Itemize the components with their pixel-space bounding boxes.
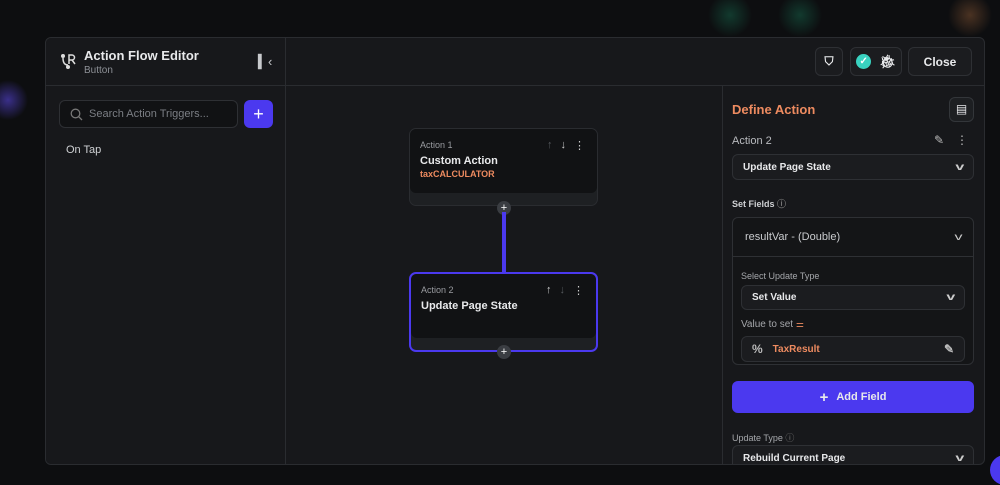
- chevron-down-icon: v: [954, 231, 963, 243]
- action-name: Update Page State: [421, 300, 518, 312]
- value-text: TaxResult: [772, 343, 820, 355]
- variable-icon: ⚌: [795, 319, 804, 329]
- add-trigger-button[interactable]: +: [244, 100, 273, 128]
- flow-connector: [502, 212, 506, 272]
- search-triggers-field[interactable]: [59, 100, 238, 128]
- add-field-button[interactable]: +Add Field: [732, 381, 974, 413]
- check-circle-icon: ✓: [856, 54, 872, 69]
- move-up-icon[interactable]: ↑: [547, 139, 553, 151]
- action-node-1[interactable]: Action 1 Custom Action taxCALCULATOR ↑ ↓ ⋮: [409, 128, 598, 206]
- update-type-dropdown[interactable]: Set Value v: [741, 285, 965, 310]
- chevron-down-icon: v: [955, 161, 965, 173]
- move-up-icon[interactable]: ↑: [546, 284, 552, 296]
- update-type-label: Update Type ⓘ: [732, 433, 795, 443]
- info-icon: ⓘ: [785, 433, 795, 443]
- field-card: resultVar - (Double) v Select Update Type…: [732, 217, 974, 365]
- more-options-icon[interactable]: ⋮: [573, 285, 584, 297]
- collapse-sidebar-icon[interactable]: ▍‹: [258, 54, 273, 69]
- field-name: resultVar - (Double): [745, 231, 841, 243]
- ai-shield-icon: ⛉: [824, 54, 834, 68]
- add-action-button[interactable]: +: [497, 345, 511, 359]
- move-down-icon[interactable]: ↓: [560, 139, 567, 151]
- top-toolbar: ⛉ ✓ 🐞︎ Close: [286, 38, 984, 86]
- action-label: Action 2: [421, 285, 454, 295]
- move-down-icon[interactable]: ↓: [559, 284, 566, 296]
- define-action-panel: Define Action ▤ Action 2 ✎ ⋮ Update Page …: [722, 86, 984, 464]
- modal-title: Action Flow Editor: [84, 48, 199, 63]
- chevron-down-icon: v: [955, 452, 965, 464]
- set-fields-label: Set Fields ⓘ: [732, 199, 787, 209]
- action-type-dropdown[interactable]: Update Page State v: [732, 154, 974, 180]
- rebuild-value: Rebuild Current Page: [743, 452, 846, 464]
- field-selector[interactable]: resultVar - (Double) v: [733, 218, 973, 257]
- validation-debug-button[interactable]: ✓ 🐞︎: [850, 47, 902, 76]
- trigger-on-tap[interactable]: On Tap: [66, 144, 102, 156]
- rebuild-dropdown[interactable]: Rebuild Current Page v: [732, 445, 974, 464]
- action-label: Action 2: [732, 135, 772, 147]
- search-icon: [70, 108, 83, 120]
- value-to-set-label: Value to set ⚌: [741, 319, 804, 330]
- action-label: Action 1: [420, 140, 453, 150]
- action-subtitle: taxCALCULATOR: [420, 169, 495, 179]
- modal-subtitle: Button: [84, 65, 113, 76]
- action-node-2[interactable]: Action 2 Update Page State ↑ ↓ ⋮: [409, 272, 598, 352]
- edit-icon[interactable]: ✎: [933, 133, 944, 147]
- sidebar-header: Action Flow Editor Button ▍‹: [46, 38, 285, 86]
- edit-icon[interactable]: ✎: [943, 342, 954, 356]
- close-button[interactable]: Close: [908, 47, 972, 76]
- add-action-button[interactable]: +: [497, 201, 511, 215]
- value-field[interactable]: % TaxResult ✎: [741, 336, 965, 362]
- more-options-icon[interactable]: ⋮: [574, 140, 585, 152]
- help-fab[interactable]: [990, 455, 1000, 485]
- info-icon: ⓘ: [777, 199, 787, 209]
- chevron-down-icon: v: [946, 292, 956, 303]
- action-name: Custom Action: [420, 155, 498, 167]
- percent-icon: %: [752, 342, 763, 356]
- select-update-type-label: Select Update Type: [741, 271, 820, 281]
- flow-canvas[interactable]: Action 1 Custom Action taxCALCULATOR ↑ ↓ ⋮…: [286, 86, 722, 464]
- more-options-icon[interactable]: ⋮: [956, 133, 968, 147]
- plus-icon: +: [819, 388, 829, 406]
- update-type-value: Set Value: [752, 292, 797, 303]
- action-flow-editor-modal: Action Flow Editor Button ▍‹ + On Tap ⛉ …: [45, 37, 985, 465]
- bug-icon: 🐞︎: [879, 53, 896, 69]
- documentation-icon[interactable]: ▤: [949, 97, 974, 122]
- panel-title: Define Action: [732, 102, 816, 117]
- left-sidebar: Action Flow Editor Button ▍‹ + On Tap: [46, 38, 286, 464]
- search-input[interactable]: [89, 108, 229, 120]
- action-type-value: Update Page State: [743, 161, 831, 173]
- action-flow-icon: [61, 54, 76, 69]
- ai-agent-button[interactable]: ⛉: [815, 47, 843, 76]
